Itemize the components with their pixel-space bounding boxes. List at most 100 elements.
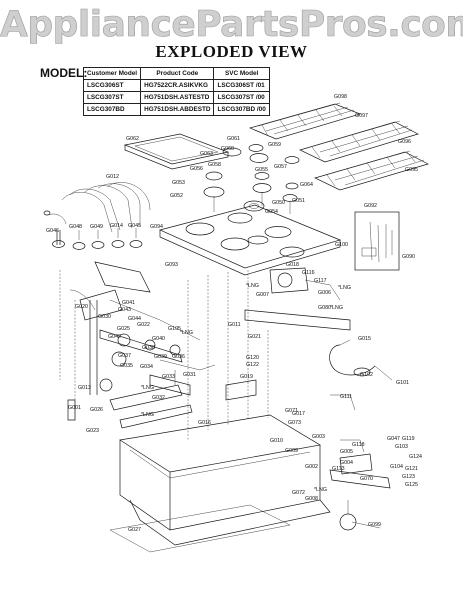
part-label: G058 — [208, 162, 221, 168]
svc-model-cell: LSCG307BD /00 — [213, 103, 270, 116]
part-label: G111 — [340, 394, 352, 400]
part-label: G033 — [162, 374, 175, 380]
part-label: G070 — [360, 476, 373, 482]
model-label: MODEL: — [40, 66, 88, 80]
part-label: G020 — [75, 304, 88, 310]
part-label: G103 — [395, 444, 408, 450]
product-code-cell: HG751DSH.ABDESTD — [140, 103, 215, 116]
part-label: G035 — [120, 363, 133, 369]
part-label: *LNG — [246, 283, 259, 289]
model-table-row: LSCG307BD HG751DSH.ABDESTD LSCG307BD /00 — [82, 103, 270, 116]
diagram-title: EXPLODED VIEW — [155, 42, 308, 61]
part-label: G008 — [305, 496, 318, 502]
model-table: Customer Model Product Code SVC Model LS… — [82, 67, 270, 116]
part-label: G073 — [288, 420, 301, 426]
part-label: G054 — [265, 209, 278, 215]
part-label: G096 — [398, 139, 411, 145]
part-label: G014 — [110, 223, 123, 229]
part-label: G032 — [152, 395, 165, 401]
front-trim — [109, 379, 257, 429]
part-label: G116 — [302, 270, 315, 276]
part-label: G105 — [168, 326, 181, 332]
part-label: G019 — [240, 374, 253, 380]
burner-grates — [248, 102, 429, 191]
part-label: G061 — [227, 136, 240, 142]
part-label: G007 — [256, 292, 269, 298]
part-label: G046 — [46, 228, 59, 234]
part-label: G051 — [292, 198, 305, 204]
part-label: G118 — [352, 442, 365, 448]
installation-kit — [354, 211, 400, 271]
part-label: G023 — [86, 428, 99, 434]
part-label: G072 — [292, 490, 305, 496]
part-label: G055 — [255, 167, 268, 173]
part-label: G063 — [200, 151, 213, 157]
part-label: G003 — [312, 434, 325, 440]
part-label: G117 — [314, 278, 327, 284]
part-label: G025 — [117, 326, 130, 332]
part-label: G113 — [332, 466, 345, 472]
part-label: G010 — [270, 438, 283, 444]
part-label: *LNG — [330, 305, 343, 311]
part-label: G036 — [172, 354, 185, 360]
part-label: G040 — [152, 336, 165, 342]
part-label: G100 — [335, 242, 348, 248]
part-label: G090 — [402, 254, 415, 260]
part-label: G026 — [90, 407, 103, 413]
part-label: G122 — [246, 362, 259, 368]
part-label: G009 — [285, 448, 298, 454]
control-knobs — [52, 228, 143, 250]
part-label: G060 — [221, 146, 234, 152]
part-label: *LNG — [141, 412, 154, 418]
part-label: G018 — [286, 262, 299, 268]
part-label: G124 — [409, 454, 422, 460]
part-label: G062 — [126, 136, 139, 142]
part-label: G022 — [137, 322, 150, 328]
part-label: G093 — [165, 262, 178, 268]
part-label: G099 — [368, 522, 381, 528]
part-label: G097 — [355, 113, 368, 119]
ignition-wires — [43, 182, 151, 233]
part-label: G049 — [90, 224, 103, 230]
part-label: G125 — [405, 482, 418, 488]
part-label: G098 — [334, 94, 347, 100]
model-table-row: LSCG306ST HG7522CR.ASIKVKG LSCG306ST /01 — [82, 79, 270, 92]
part-label: G004 — [340, 460, 353, 466]
part-label: G047 — [387, 436, 400, 442]
part-label: G080 — [318, 305, 331, 311]
cabinet-box — [59, 270, 331, 553]
part-label: G053 — [172, 180, 185, 186]
part-label: G016 — [198, 420, 211, 426]
part-label: G030 — [98, 314, 111, 320]
part-label: G048 — [69, 224, 82, 230]
part-label: G064 — [300, 182, 313, 188]
part-label: G101 — [396, 380, 409, 386]
part-label: G059 — [268, 142, 281, 148]
part-labels: G098 G097 G096 G095 G062 G061 G060 G059 … — [46, 94, 422, 533]
part-label: G015 — [358, 336, 371, 342]
part-label: G050 — [272, 200, 285, 206]
part-label: G123 — [402, 474, 415, 480]
part-label: G005 — [340, 449, 353, 455]
part-label: G001 — [68, 405, 81, 411]
cooktop — [158, 204, 342, 276]
part-label: G057 — [274, 164, 287, 170]
part-label: *LNG — [338, 285, 351, 291]
part-label: G102 — [360, 372, 373, 378]
part-label: G002 — [305, 464, 318, 470]
part-label: G017 — [292, 411, 305, 417]
watermark: AppliancePartsPros.com — [0, 4, 463, 46]
part-label: G041 — [122, 300, 135, 306]
part-label: G012 — [106, 174, 119, 180]
part-label: G104 — [390, 464, 403, 470]
part-label: G094 — [150, 224, 163, 230]
part-label: G043 — [118, 307, 131, 313]
part-label: *LNG — [314, 487, 327, 493]
part-label: G121 — [405, 466, 418, 472]
part-label: G119 — [402, 436, 415, 442]
part-label: G044 — [128, 316, 141, 322]
part-label: G021 — [248, 334, 261, 340]
gas-manifold — [67, 261, 216, 421]
part-label: G038 — [142, 345, 155, 351]
